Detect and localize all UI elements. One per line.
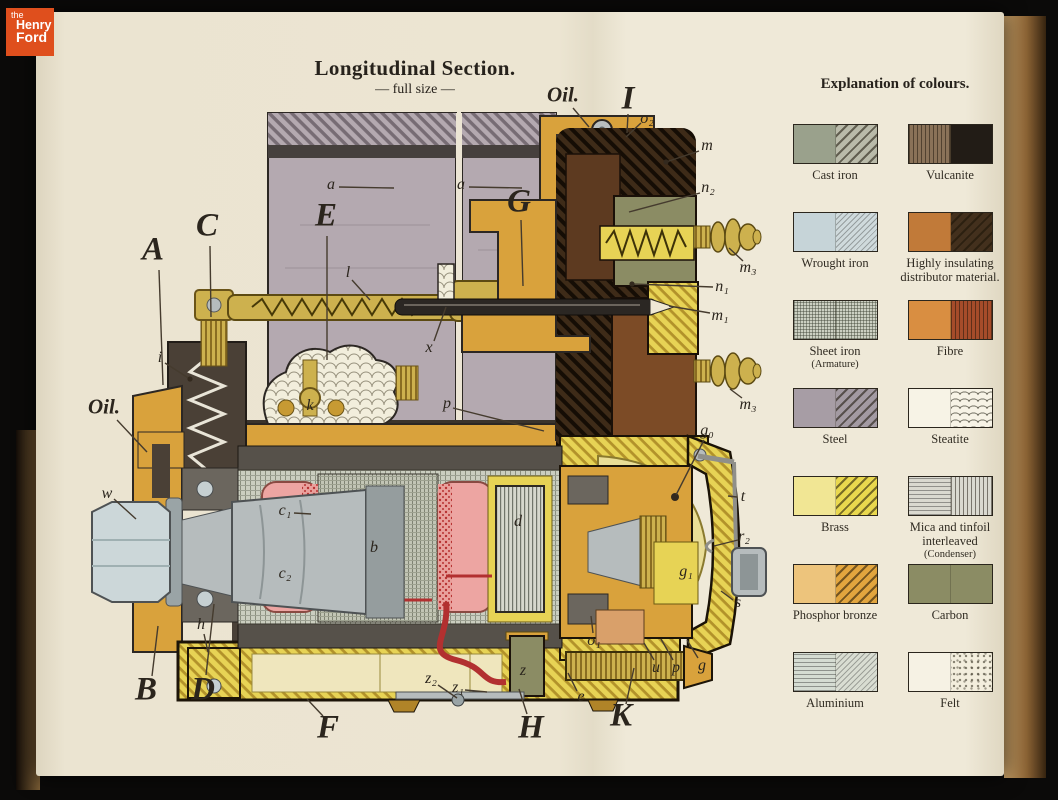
swatch-half bbox=[835, 125, 877, 163]
page-title: Longitudinal Section. bbox=[314, 56, 516, 80]
swatch-half bbox=[908, 653, 951, 691]
legend-swatch bbox=[907, 124, 993, 164]
swatch-half bbox=[835, 389, 877, 427]
swatch-half bbox=[908, 301, 951, 339]
swatch-half bbox=[793, 213, 836, 251]
swatch-half bbox=[793, 477, 836, 515]
condenser-d bbox=[495, 485, 545, 613]
swatch-half bbox=[950, 653, 992, 691]
rear-hub bbox=[559, 465, 699, 639]
legend-label: Brass bbox=[821, 520, 849, 534]
legend-item: Cast iron bbox=[782, 124, 888, 212]
legend-swatch bbox=[907, 212, 993, 252]
carbon-block-z bbox=[509, 635, 545, 697]
legend-swatch bbox=[792, 388, 878, 428]
legend-label: Fibre bbox=[936, 344, 964, 358]
legend-swatch bbox=[792, 212, 878, 252]
leader-lines bbox=[113, 107, 744, 717]
swatch-half bbox=[793, 653, 836, 691]
swatch-half bbox=[908, 389, 951, 427]
earth-strap bbox=[693, 448, 767, 597]
legend-swatch bbox=[792, 300, 878, 340]
swatch-half bbox=[950, 301, 992, 339]
swatch-half bbox=[950, 389, 992, 427]
legend-item: Sheet iron(Armature) bbox=[782, 300, 888, 388]
henry-ford-logo: the Henry Ford bbox=[6, 8, 54, 56]
steatite-bush-x bbox=[437, 263, 455, 303]
fixing-screw bbox=[565, 644, 713, 690]
legend-label: Aluminium bbox=[806, 696, 864, 710]
steatite-cam-block bbox=[262, 344, 399, 425]
legend-label: Cast iron bbox=[812, 168, 858, 182]
legend-label: Vulcanite bbox=[926, 168, 974, 182]
legend-label: Steatite bbox=[931, 432, 969, 446]
swatch-half bbox=[835, 653, 877, 691]
swatch-half bbox=[835, 477, 877, 515]
swatch-half bbox=[908, 565, 951, 603]
swatch-half bbox=[793, 565, 836, 603]
diagram-title-block: Longitudinal Section. — full size — bbox=[240, 56, 590, 98]
swatch-half bbox=[908, 213, 951, 251]
legend-swatch bbox=[907, 476, 993, 516]
legend-label: Steel bbox=[822, 432, 848, 446]
book-edge-right bbox=[1004, 16, 1046, 778]
legend-item: Felt bbox=[894, 652, 1006, 740]
legend-item: Fibre bbox=[894, 300, 1006, 388]
swatch-half bbox=[950, 477, 992, 515]
swatch-half bbox=[908, 477, 951, 515]
legend-swatch bbox=[792, 564, 878, 604]
legend-swatch bbox=[792, 124, 878, 164]
swatch-half bbox=[908, 125, 951, 163]
oil-duct-o1 bbox=[595, 609, 645, 645]
primary-wire bbox=[436, 601, 507, 686]
breaker-spindle-rod bbox=[394, 298, 676, 401]
legend-swatch bbox=[907, 300, 993, 340]
swatch-half bbox=[950, 213, 992, 251]
legend-item: Brass bbox=[782, 476, 888, 564]
shaft-nut bbox=[91, 501, 171, 603]
legend-item: Vulcanite bbox=[894, 124, 1006, 212]
legend-item: Aluminium bbox=[782, 652, 888, 740]
swatch-half bbox=[793, 301, 836, 339]
legend-swatch bbox=[907, 652, 993, 692]
swatch-half bbox=[950, 125, 992, 163]
distributor-block bbox=[556, 128, 699, 460]
swatch-half bbox=[793, 389, 836, 427]
logo-text: Ford bbox=[16, 29, 48, 46]
drive-shaft bbox=[91, 485, 405, 619]
legend-swatch bbox=[907, 564, 993, 604]
legend-swatch bbox=[792, 652, 878, 692]
legend-swatch bbox=[792, 476, 878, 516]
terminal-knob bbox=[693, 352, 762, 390]
swatch-half bbox=[835, 301, 877, 339]
swatch-half bbox=[835, 213, 877, 251]
logo-text: Henry bbox=[16, 17, 52, 32]
legend-label: Phosphor bronze bbox=[792, 608, 878, 622]
legend-swatch bbox=[907, 388, 993, 428]
legend-item: Phosphor bronze bbox=[782, 564, 888, 652]
legend-item: Steel bbox=[782, 388, 888, 476]
swatch-half bbox=[950, 565, 992, 603]
legend-item: Wrought iron bbox=[782, 212, 888, 300]
legend-label: Carbon bbox=[931, 608, 969, 622]
logo-text: the bbox=[11, 10, 24, 20]
legend-label: Sheet iron(Armature) bbox=[809, 344, 861, 370]
legend-item: Carbon bbox=[894, 564, 1006, 652]
slip-contact-g1 bbox=[653, 541, 699, 605]
swatch-half bbox=[835, 565, 877, 603]
terminal-knob bbox=[693, 218, 762, 256]
legend-label: Wrought iron bbox=[801, 256, 869, 270]
legend-label: Felt bbox=[940, 696, 960, 710]
legend-item: Steatite bbox=[894, 388, 1006, 476]
page-subtitle: — full size — bbox=[375, 82, 455, 97]
swatch-half bbox=[793, 125, 836, 163]
legend-title: Explanation of colours. bbox=[820, 76, 970, 92]
